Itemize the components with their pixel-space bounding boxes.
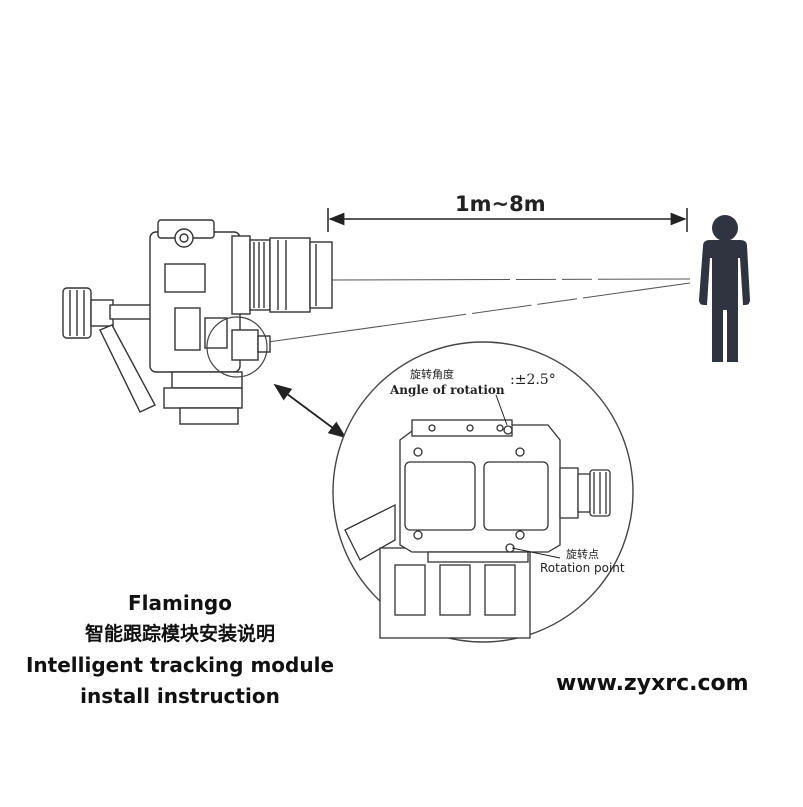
- rotation-point-en: Rotation point: [540, 561, 625, 575]
- camera-gimbal-illustration: [62, 219, 333, 425]
- angle-value: :±2.5°: [510, 372, 556, 388]
- title-en-line2: install instruction: [80, 684, 280, 708]
- angle-leader-line: [495, 394, 508, 426]
- angle-label-en: Angle of rotation: [390, 383, 505, 397]
- rotation-point-cn: 旋转点: [566, 548, 599, 561]
- zoom-source-circle: [206, 316, 268, 378]
- tracking-module-illustration: [344, 419, 611, 639]
- zoom-arrow: [273, 383, 347, 439]
- title-block: Flamingo 智能跟踪模块安装说明 Intelligent tracking…: [10, 588, 350, 712]
- rotation-leader-line: [511, 547, 561, 559]
- angle-label-cn: 旋转角度: [410, 368, 454, 381]
- website-url: www.zyxrc.com: [556, 671, 749, 696]
- distance-dimension: [327, 208, 688, 232]
- person-icon: [699, 215, 750, 362]
- sight-lines: [267, 278, 691, 343]
- title-en-line1: Intelligent tracking module: [25, 653, 335, 677]
- title-cn: 智能跟踪模块安装说明: [84, 623, 275, 645]
- product-name: Flamingo: [127, 591, 232, 615]
- distance-label: 1m~8m: [455, 192, 546, 216]
